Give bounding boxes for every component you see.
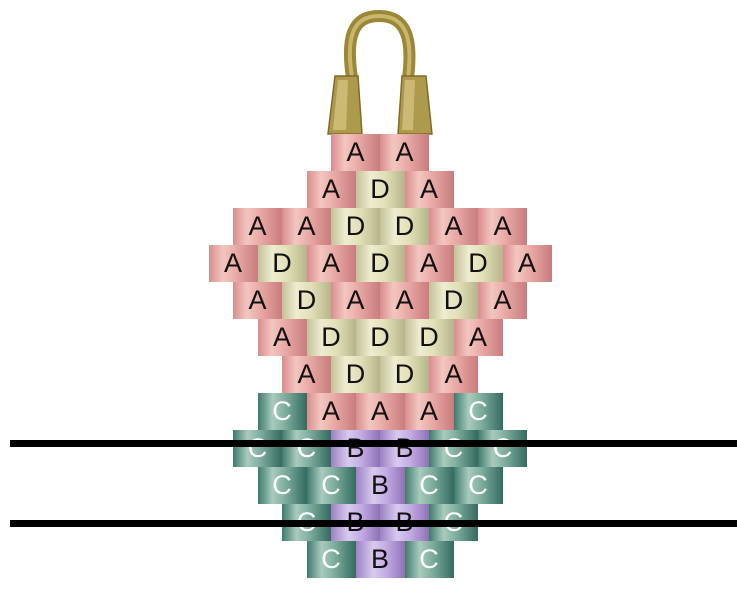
bead-r7-c2: D <box>331 356 380 393</box>
bead-r10-c4: C <box>404 467 454 504</box>
bead-r10-c2: C <box>306 467 356 504</box>
bead-r7-c1: A <box>282 356 331 393</box>
bead-r6-c1: A <box>257 319 307 356</box>
bead-r10-c3: B <box>355 467 405 504</box>
bead-r10-c5: C <box>453 467 503 504</box>
bead-r3-c1: A <box>233 208 282 245</box>
bead-r9-c2: C <box>282 430 331 467</box>
bead-r6-c5: A <box>453 319 503 356</box>
bead-r8-c3: A <box>355 393 405 430</box>
bead-r7-c4: A <box>429 356 478 393</box>
bead-r4-c4: D <box>355 245 405 282</box>
bead-r9-c4: B <box>380 430 429 467</box>
bead-r10-c1: C <box>257 467 307 504</box>
bead-r3-c6: A <box>478 208 527 245</box>
bead-r6-c3: D <box>355 319 405 356</box>
divider-line-bottom <box>10 520 737 527</box>
bead-r9-c3: B <box>331 430 380 467</box>
bead-r12-c2: B <box>355 541 405 578</box>
bead-r5-c1: A <box>233 282 282 319</box>
bead-r4-c2: D <box>257 245 307 282</box>
bead-r2-c2: D <box>355 171 405 208</box>
bead-r8-c2: A <box>306 393 356 430</box>
bead-r1-c2: A <box>380 134 429 171</box>
bead-r5-c4: A <box>380 282 429 319</box>
bead-r7-c3: D <box>380 356 429 393</box>
bead-r4-c3: A <box>306 245 356 282</box>
bead-r6-c2: D <box>306 319 356 356</box>
bead-r3-c5: A <box>429 208 478 245</box>
bead-r9-c6: C <box>478 430 527 467</box>
bead-r6-c4: D <box>404 319 454 356</box>
bead-r2-c3: A <box>404 171 454 208</box>
bead-r3-c3: D <box>331 208 380 245</box>
bead-r4-c1: A <box>208 245 258 282</box>
bead-r8-c5: C <box>453 393 503 430</box>
bead-r9-c5: C <box>429 430 478 467</box>
divider-line-top <box>10 440 737 447</box>
bead-r8-c4: A <box>404 393 454 430</box>
bead-r4-c6: D <box>453 245 503 282</box>
bead-r8-c1: C <box>257 393 307 430</box>
bead-r12-c3: C <box>404 541 454 578</box>
bead-r3-c2: A <box>282 208 331 245</box>
bead-r5-c5: D <box>429 282 478 319</box>
bead-r4-c7: A <box>502 245 552 282</box>
bead-r5-c3: A <box>331 282 380 319</box>
bead-r4-c5: A <box>404 245 454 282</box>
bead-r2-c1: A <box>306 171 356 208</box>
bead-r5-c2: D <box>282 282 331 319</box>
bead-r12-c1: C <box>306 541 356 578</box>
bead-r9-c1: C <box>233 430 282 467</box>
bead-r3-c4: D <box>380 208 429 245</box>
bead-r5-c6: A <box>478 282 527 319</box>
bead-r1-c1: A <box>331 134 380 171</box>
